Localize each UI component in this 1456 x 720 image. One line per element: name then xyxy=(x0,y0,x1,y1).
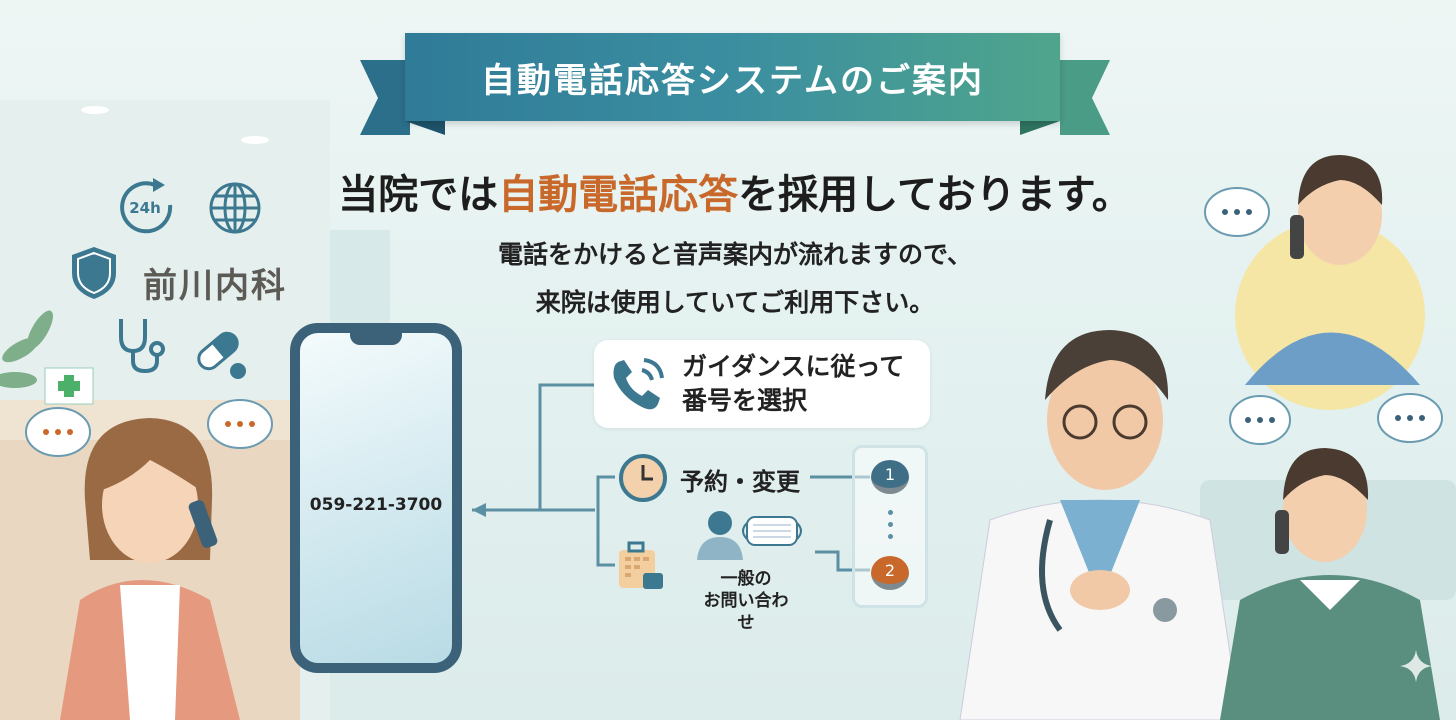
guidance-text: ガイダンスに従って番号を選択 xyxy=(682,350,904,418)
option-general-line-2: お問い合わせ xyxy=(703,591,789,633)
headline-highlight: 自動電話応答 xyxy=(498,172,739,218)
smartphone: 059-221-3700 xyxy=(290,323,462,673)
keypad-options-panel: 1 2 xyxy=(852,445,928,608)
guidance-box: ガイダンスに従って番号を選択 xyxy=(594,340,930,428)
option-general-inquiry-label: 一般のお問い合わせ xyxy=(700,568,792,634)
woman-on-phone-illustration xyxy=(60,418,240,720)
option-general-line-1: 一般の xyxy=(720,569,772,589)
man-on-phone-illustration xyxy=(1245,155,1420,385)
calendar-bag-icon xyxy=(619,541,663,589)
phone-notch xyxy=(350,331,402,345)
option-reservation-label: 予約・変更 xyxy=(680,468,800,496)
subtext-line-2: 来院は使用していてご利用下さい。 xyxy=(535,288,935,317)
subtext-line-1: 電話をかけると音声案内が流れますので、 xyxy=(497,240,972,269)
shield-icon xyxy=(72,247,116,299)
general-inquiry-icons xyxy=(619,511,802,589)
more-dots xyxy=(888,510,893,515)
guidance-line-1: ガイダンスに従って xyxy=(682,352,905,381)
globe-icon xyxy=(209,182,261,234)
person-icon xyxy=(697,511,743,560)
key-button-1[interactable]: 1 xyxy=(871,460,909,494)
headline: 当院では自動電話応答を採用しております。 xyxy=(200,162,1270,220)
phone-number[interactable]: 059-221-3700 xyxy=(309,495,443,515)
more-dots xyxy=(888,522,893,527)
clinic-name: 前川内科 xyxy=(143,266,287,306)
guidance-line-2: 番号を選択 xyxy=(682,386,808,415)
headline-prefix: 当院では xyxy=(338,172,499,218)
mask-icon xyxy=(742,516,802,546)
doctor-illustration xyxy=(959,330,1241,720)
key-button-2[interactable]: 2 xyxy=(871,556,909,590)
title-banner: 自動電話応答システムのご案内 xyxy=(405,33,1060,121)
pill-icon xyxy=(197,331,246,379)
phone-ringing-icon xyxy=(613,358,664,410)
24h-clock-icon: 24h xyxy=(120,178,173,234)
more-dots xyxy=(888,534,893,539)
stethoscope-icon xyxy=(119,319,165,374)
clock-icon xyxy=(619,454,667,502)
svg-text:24h: 24h xyxy=(129,199,161,217)
headline-suffix: を採用しております。 xyxy=(738,172,1132,218)
young-man-on-phone-illustration xyxy=(1220,448,1440,720)
